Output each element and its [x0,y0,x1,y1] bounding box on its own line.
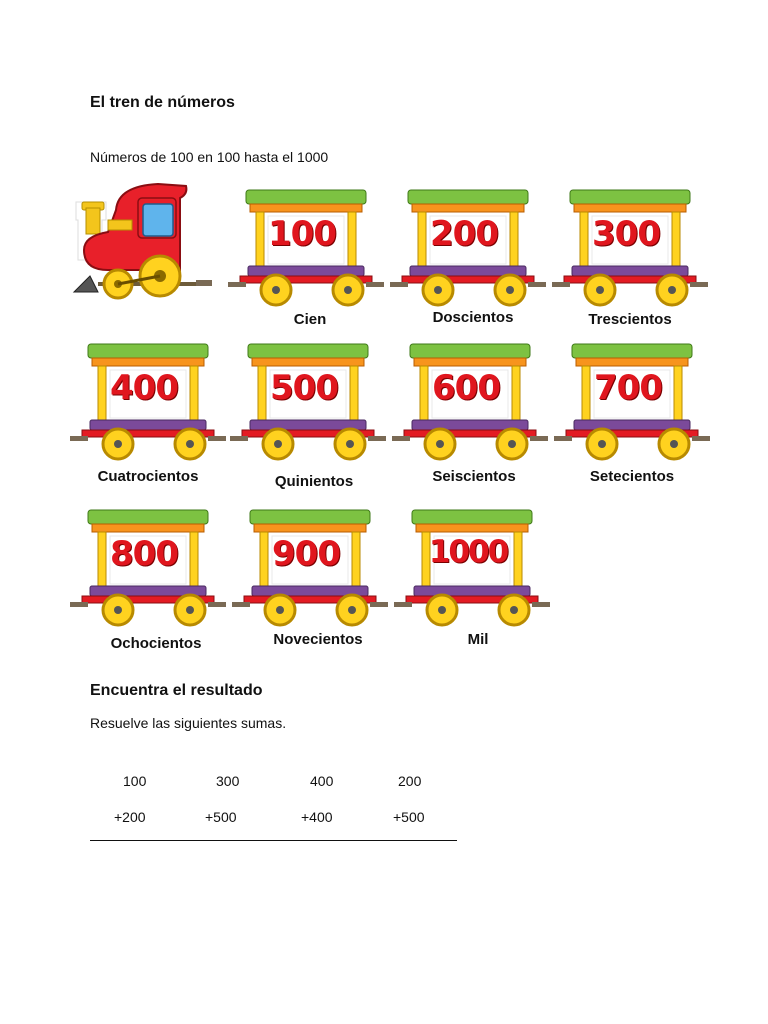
wagon-word: Mil [467,631,489,648]
wagon-icon [70,343,226,461]
wagon-icon [230,343,386,461]
wagon-icon [228,189,384,307]
sum-answer-line [90,840,457,841]
wagon-number: 500 [270,368,339,408]
wagon-number: 200 [430,214,499,254]
sum-top-operand: 100 [123,773,147,789]
wagon-icon [70,509,226,627]
wagon-number: 300 [592,214,661,254]
sum-bottom-operand: +400 [301,809,333,825]
wagon-1000: 1000 [392,500,552,630]
wagon-500: 500 [228,334,388,464]
sum-bottom-operand: +500 [393,809,425,825]
wagon-icon [390,189,546,307]
sum-top-operand: 400 [310,773,334,789]
wagon-word: Cuatrocientos [97,468,199,485]
wagon-900: 900 [230,500,390,630]
wagon-word: Seiscientos [432,468,516,485]
wagon-icon [554,343,710,461]
wagon-number: 900 [272,534,341,574]
page-subtitle: Números de 100 en 100 hasta el 1000 [90,149,329,165]
exercise-title: Encuentra el resultado [90,682,263,699]
sum-top-operand: 200 [398,773,422,789]
wagon-number: 400 [110,368,179,408]
wagon-number: 1000 [428,534,509,570]
wagon-word: Doscientos [432,309,514,326]
wagon-700: 700 [552,334,712,464]
wagon-word: Ochocientos [110,635,202,652]
sum-bottom-operand: +200 [114,809,146,825]
wagon-number: 700 [594,368,663,408]
wagon-icon [392,343,548,461]
wagon-word: Cien [293,311,327,328]
wagon-300: 300 [550,180,710,310]
wagon-icon [552,189,708,307]
wagon-icon [394,509,550,627]
wagon-number: 100 [268,214,337,254]
wagon-400: 400 [68,334,228,464]
wagon-200: 200 [388,180,548,310]
wagon-800: 800 [68,500,228,630]
wagon-word: Quinientos [274,473,354,490]
page-title: El tren de números [90,94,235,111]
wagon-word: Novecientos [273,631,363,648]
wagon-number: 600 [432,368,501,408]
wagon-100: 100 [226,180,386,310]
locomotive-illustration [68,180,218,310]
sum-bottom-operand: +500 [205,809,237,825]
wagon-icon [232,509,388,627]
wagon-number: 800 [110,534,179,574]
sum-top-operand: 300 [216,773,240,789]
wagon-600: 600 [390,334,550,464]
wagon-word: Trescientos [588,311,672,328]
wagon-word: Setecientos [589,468,675,485]
exercise-instructions: Resuelve las siguientes sumas. [90,715,287,731]
